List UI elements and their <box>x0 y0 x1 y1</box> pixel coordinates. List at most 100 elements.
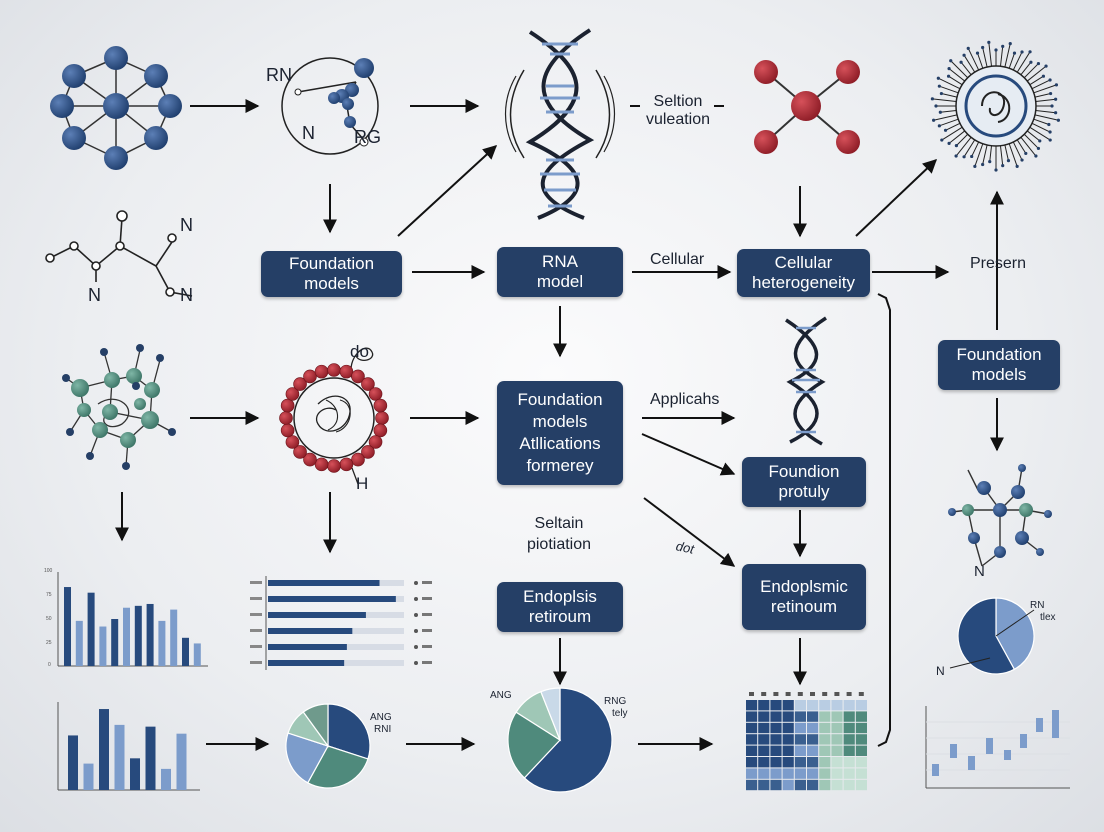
box-line: formerey <box>526 456 594 475</box>
spike-tip <box>1001 164 1005 168</box>
heatmap-cell <box>855 711 867 722</box>
foundation-applications-box[interactable]: Foundation models Atllications formerey <box>497 381 623 485</box>
spike-tip <box>1008 42 1012 46</box>
heatmap-cell <box>831 757 843 768</box>
pie-annotation: RN <box>1030 600 1045 611</box>
spike-tip <box>981 162 985 167</box>
bead <box>361 445 375 459</box>
pie-chart-icon <box>507 687 613 793</box>
heatmap-cell <box>782 722 794 734</box>
spike-tip <box>1001 44 1005 48</box>
arrow <box>397 145 498 237</box>
spike <box>999 46 1004 67</box>
dot-label: dot <box>674 538 696 557</box>
spike-tip <box>1048 138 1052 142</box>
heatmap-cell <box>794 722 806 734</box>
spike <box>967 48 980 71</box>
spike-tip <box>947 66 951 71</box>
heatmap-cell <box>782 757 794 768</box>
spike-tip <box>1038 139 1042 143</box>
heatmap-cell <box>807 757 819 768</box>
spike-tip <box>1029 60 1033 64</box>
spike <box>1035 98 1056 103</box>
legend-text <box>422 581 432 584</box>
spike <box>988 42 993 67</box>
pie-annotation: N <box>936 664 945 678</box>
spike <box>956 133 969 146</box>
bar <box>193 643 201 666</box>
heatmap-cell <box>794 700 806 711</box>
heatmap-cell <box>758 734 770 745</box>
heatmap-cell <box>782 734 794 745</box>
bead <box>375 411 389 425</box>
rna-inside <box>997 93 1011 123</box>
spike-tip <box>936 76 940 80</box>
pie-annotation: RNG <box>604 696 627 707</box>
foundion-protuly-box[interactable]: Foundion protuly <box>742 457 866 507</box>
spike <box>989 145 993 162</box>
bead <box>339 364 354 379</box>
spike-tip <box>932 118 936 122</box>
heatmap-cell <box>770 734 782 745</box>
spike-tip <box>1041 74 1046 78</box>
leader-line <box>995 609 1035 637</box>
box-line: Endoplsis <box>523 587 597 606</box>
bead <box>373 423 388 438</box>
spike <box>1023 133 1039 149</box>
heatmap-cell <box>746 757 758 768</box>
spike-tip <box>1028 50 1032 54</box>
spike <box>1034 93 1051 98</box>
heatmap-cell <box>819 757 831 768</box>
bead <box>285 387 300 401</box>
foundation-models-box[interactable]: Foundation models <box>261 251 402 297</box>
heatmap-cell <box>855 757 867 768</box>
endoplsmic-retinoum-box[interactable]: Endoplsmic retinoum <box>742 564 866 630</box>
heatmap-cell <box>831 711 843 722</box>
bead <box>361 377 375 391</box>
spike <box>948 75 963 86</box>
bar <box>268 612 366 618</box>
dna-helix-icon <box>504 28 616 220</box>
heatmap-cell <box>819 745 831 756</box>
seltion-line2: vuleation <box>645 111 711 128</box>
box-line: model <box>536 272 584 291</box>
heatmap-cell <box>758 745 770 756</box>
bar-label <box>250 597 262 600</box>
heatmap-cell <box>831 779 843 791</box>
bead <box>327 459 341 473</box>
spike <box>1034 114 1059 121</box>
n-label: N <box>88 285 101 305</box>
spike <box>1008 52 1015 69</box>
heatmap-cell <box>758 757 770 768</box>
spike <box>941 126 963 141</box>
heatmap-cell <box>782 779 794 791</box>
spike <box>971 141 980 157</box>
box-line: heterogeneity <box>751 273 856 292</box>
spike-tip <box>1054 111 1058 115</box>
bead <box>303 452 317 467</box>
bar <box>87 592 95 666</box>
heatmap-cell <box>746 734 758 745</box>
col-label <box>749 692 754 696</box>
svg-text:50: 50 <box>46 616 52 622</box>
spike-tip <box>1054 83 1059 87</box>
rna-model-box[interactable]: RNA model <box>497 247 623 297</box>
spike <box>963 139 976 158</box>
spike-tip <box>934 104 938 108</box>
protein-cluster-icon <box>62 344 176 470</box>
spike-tip <box>1020 50 1024 54</box>
spike <box>945 122 961 131</box>
endoplsis-retiroum-box[interactable]: Endoplsis retiroum <box>497 582 623 632</box>
spike <box>1033 84 1057 94</box>
foundation-models-right-box[interactable]: Foundation models <box>938 340 1060 390</box>
bar <box>158 620 166 666</box>
bar <box>99 709 109 790</box>
node-graph-icon <box>948 464 1052 567</box>
spike <box>939 118 959 127</box>
n-label: N <box>180 215 193 235</box>
virus-cell-icon <box>930 40 1060 172</box>
heatmap-cell <box>807 711 819 722</box>
pie-annotation: ANG <box>370 712 392 723</box>
spike <box>982 144 988 165</box>
cellular-heterogeneity-box[interactable]: Cellular heterogeneity <box>737 249 870 297</box>
